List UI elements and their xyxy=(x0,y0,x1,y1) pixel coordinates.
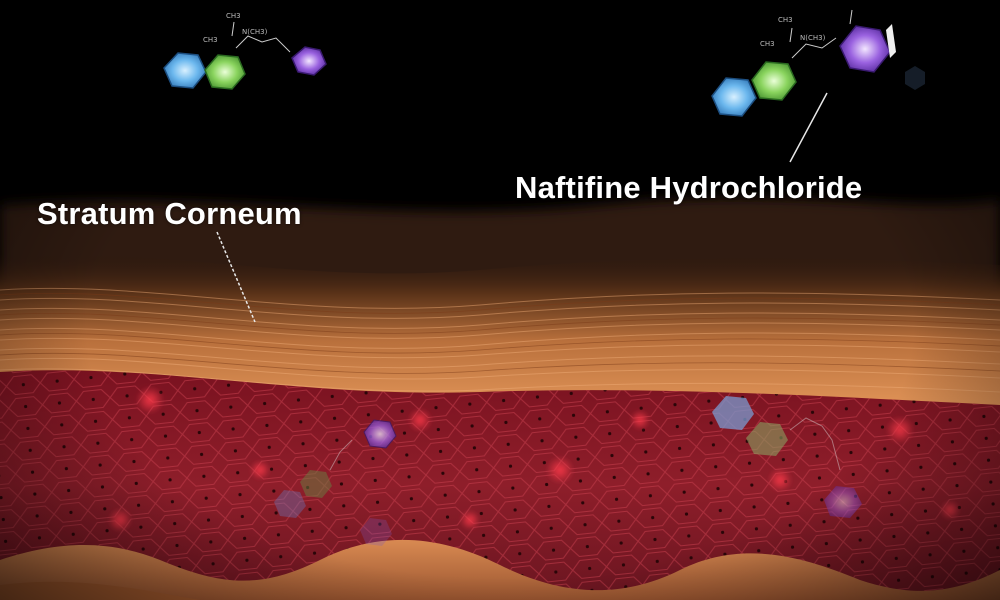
molecule-top-right: CH3 CH3 N(CH3) xyxy=(711,9,925,117)
molecule-in-skin-right xyxy=(712,396,862,518)
naftifine-hydrochloride-label: Naftifine Hydrochloride xyxy=(515,170,863,205)
stratum-pointer-line xyxy=(216,231,256,323)
svg-text:CH3: CH3 xyxy=(226,12,241,20)
svg-text:N(CH3): N(CH3) xyxy=(800,34,826,42)
svg-text:N(CH3): N(CH3) xyxy=(242,28,268,36)
svg-text:CH3: CH3 xyxy=(760,40,775,48)
svg-text:CH3: CH3 xyxy=(203,36,218,44)
molecule-top-left: CH3 CH3 N(CH3) xyxy=(163,12,327,90)
stratum-corneum-label: Stratum Corneum xyxy=(37,196,302,231)
molecule-in-skin-left xyxy=(274,419,397,546)
svg-text:CH3: CH3 xyxy=(778,16,793,24)
naftifine-pointer-line xyxy=(789,92,828,163)
